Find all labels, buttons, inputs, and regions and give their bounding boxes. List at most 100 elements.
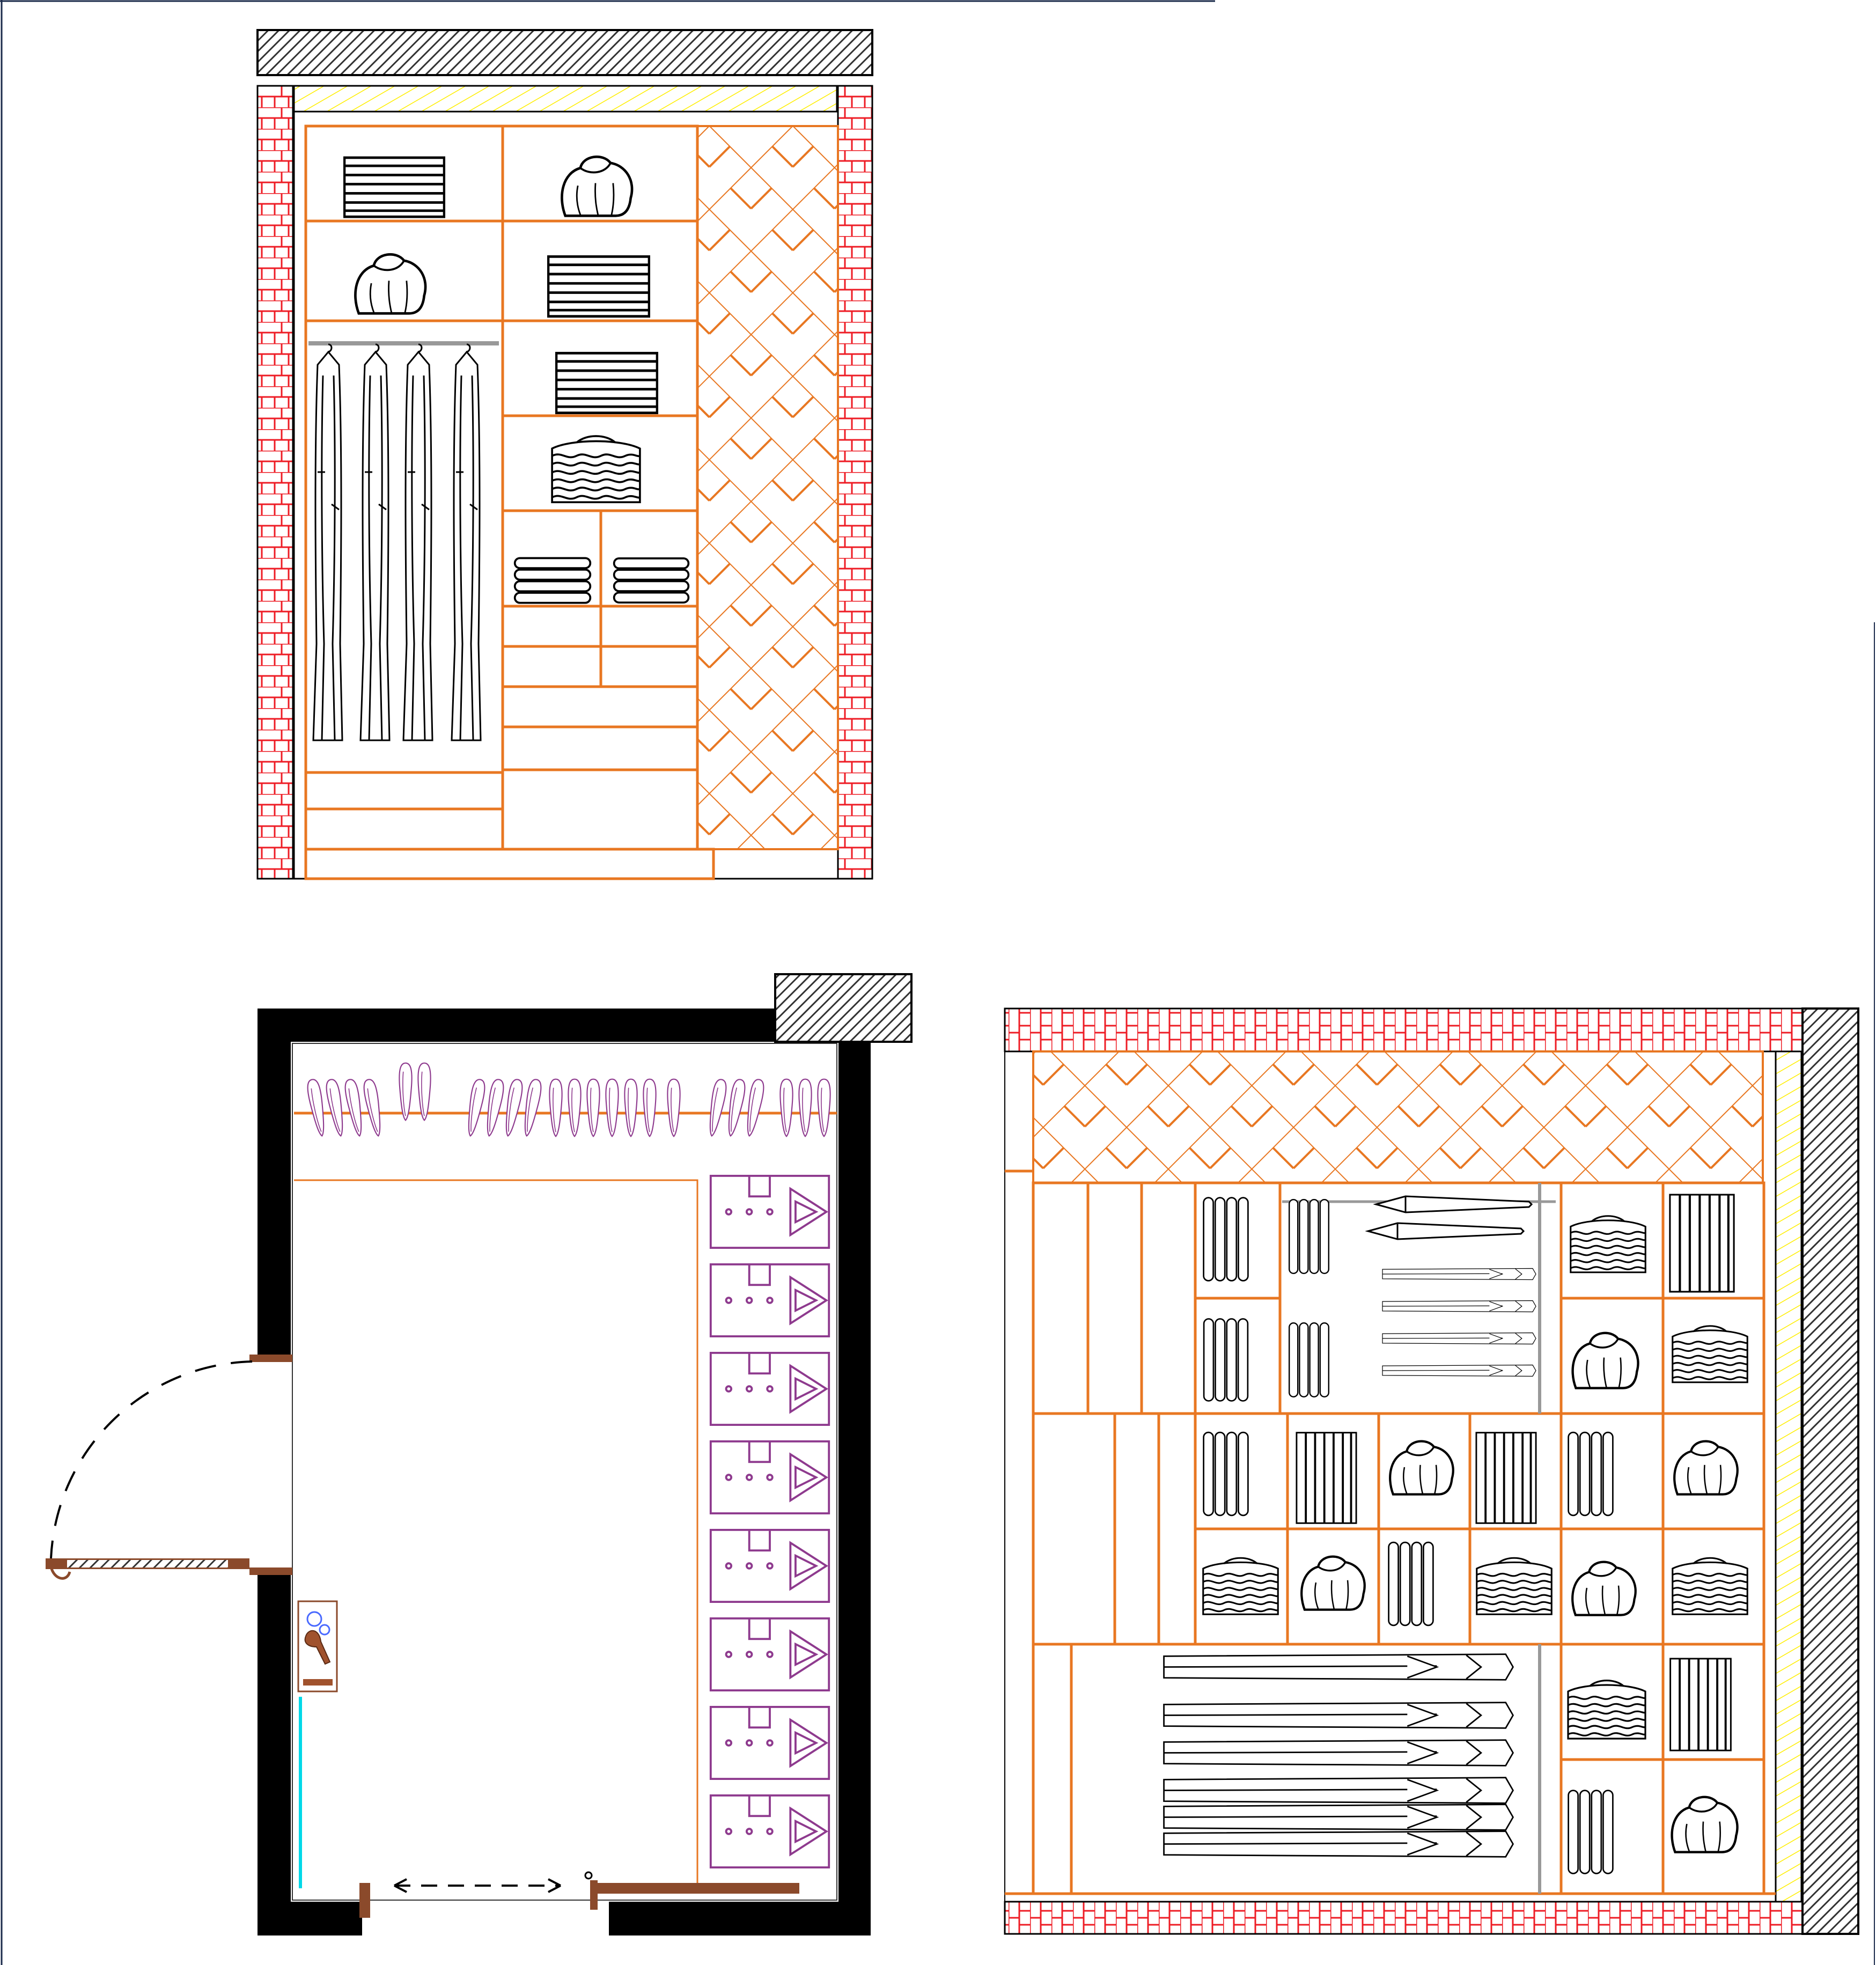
hat-icon — [1390, 1441, 1453, 1495]
rolled-towel-icon — [1568, 1431, 1614, 1517]
brick-wall-left — [256, 85, 294, 880]
rolled-towel-icon — [1288, 1198, 1330, 1275]
insulation-strip — [293, 85, 838, 113]
hat-icon — [562, 157, 632, 216]
brick-wall-right — [837, 85, 873, 880]
folded-stack-icon — [556, 353, 657, 413]
hanger-icon — [586, 1078, 601, 1138]
hanger-icon — [519, 1077, 544, 1138]
hanger-icon — [399, 1062, 413, 1121]
trouser-icon — [1163, 1777, 1514, 1804]
folded-stack-icon — [1296, 1431, 1357, 1525]
hanger-icon — [642, 1078, 657, 1138]
hat-icon — [1573, 1333, 1638, 1388]
brick-band-bottom — [1004, 1901, 1804, 1935]
shelf-shirt-icon — [709, 1528, 830, 1603]
shelf-shirt-icon — [709, 1705, 830, 1780]
rolled-towel-icon — [1203, 1318, 1249, 1402]
hanger-icon — [548, 1078, 563, 1138]
rolled-towel-icon — [513, 557, 592, 604]
trouser-icon — [1163, 1702, 1514, 1729]
shelf-shirt-icon — [709, 1174, 830, 1249]
hat-icon — [1572, 1562, 1636, 1615]
folded-stack-icon — [548, 256, 649, 316]
hanging-coat-icon — [451, 343, 482, 741]
rolled-towel-icon — [1388, 1541, 1434, 1627]
tie-icon — [1367, 1222, 1525, 1240]
folded-stack-icon — [1475, 1431, 1537, 1525]
rolled-towel-icon — [613, 557, 690, 604]
trouser-icon — [1163, 1804, 1514, 1831]
sliding-panel-lattice — [696, 125, 839, 850]
trouser-icon — [1163, 1739, 1514, 1767]
column-hatch — [774, 973, 913, 1043]
shirt-stack-icon — [551, 435, 641, 504]
hat-icon — [1301, 1557, 1365, 1610]
plan-shirts — [709, 1174, 830, 1869]
hanger-icon — [463, 1077, 488, 1138]
hanger-icon — [623, 1078, 638, 1138]
shirt-stack-icon — [1203, 1558, 1278, 1614]
hanger-icon — [666, 1078, 681, 1138]
hanger-icon — [704, 1077, 729, 1138]
casework-b — [1005, 1169, 1776, 1895]
sliding-arrow-icon — [359, 1871, 799, 1918]
trouser-icon — [1163, 1830, 1514, 1858]
shirt-stack-icon — [1571, 1216, 1646, 1272]
concrete-wall-right — [1801, 1007, 1859, 1935]
trouser-icon — [1381, 1268, 1537, 1280]
plan-room-outline — [292, 1043, 837, 1901]
shelf-shirt-icon — [709, 1440, 830, 1515]
door-swing-icon — [46, 1355, 292, 1580]
trouser-icon — [1381, 1332, 1537, 1345]
hanger-icon — [742, 1077, 767, 1138]
elevation-b — [1004, 1007, 1859, 1935]
plan-shelf-edge — [294, 1179, 698, 1894]
hanger-icon — [342, 1077, 367, 1138]
shelf-shirt-icon — [709, 1794, 830, 1869]
floor-plan — [46, 973, 913, 1935]
hanging-coat-icon — [402, 343, 433, 741]
hanger-icon — [501, 1077, 525, 1138]
top-lattice-panel — [1032, 1050, 1764, 1184]
insulation-strip-vertical — [1775, 1050, 1803, 1903]
hanger-icon — [567, 1078, 582, 1138]
shirt-stack-icon — [1477, 1558, 1552, 1614]
hanger-icon — [798, 1078, 813, 1138]
brick-band-top — [1004, 1007, 1804, 1053]
casework — [304, 124, 715, 880]
hanger-icon — [305, 1077, 329, 1138]
hanger-icon — [361, 1077, 386, 1138]
hat-icon — [355, 254, 425, 313]
rolled-towel-icon — [1568, 1790, 1614, 1874]
shelf-shirt-icon — [709, 1351, 830, 1426]
hanger-icon — [323, 1077, 348, 1138]
shirt-stack-icon — [1568, 1681, 1645, 1739]
tie-icon — [1375, 1195, 1533, 1213]
hanger-icon — [417, 1062, 431, 1121]
hat-icon — [1672, 1797, 1738, 1852]
hanging-coat-icon — [359, 343, 391, 741]
rolled-towel-icon — [1203, 1431, 1249, 1517]
hanger-icon — [779, 1078, 794, 1138]
rolled-towel-icon — [1203, 1197, 1249, 1282]
hanger-icon — [605, 1078, 620, 1138]
trouser-icon — [1163, 1653, 1514, 1681]
shirt-stack-icon — [1673, 1326, 1748, 1382]
plan-walls — [258, 1009, 871, 1935]
elevation-a — [256, 29, 873, 880]
folded-stack-icon — [344, 158, 444, 217]
trouser-icon — [1381, 1364, 1537, 1377]
ceiling-slab — [256, 29, 873, 76]
plan-hangers — [305, 1062, 832, 1138]
hat-icon — [1674, 1441, 1738, 1495]
shelf-shirt-icon — [709, 1617, 830, 1692]
folded-stack-icon — [1669, 1658, 1732, 1751]
hanger-icon — [482, 1077, 506, 1138]
hanger-icon — [723, 1077, 748, 1138]
hanger-icon — [816, 1078, 832, 1138]
hanging-coat-icon — [312, 343, 343, 741]
vanity-icon — [297, 1600, 338, 1888]
folded-stack-icon — [1670, 1195, 1734, 1292]
trouser-icon — [1381, 1300, 1537, 1313]
